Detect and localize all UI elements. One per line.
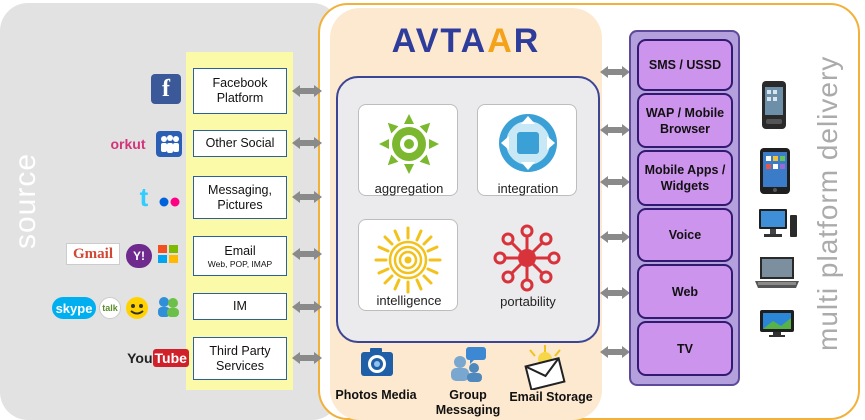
bidirectional-arrow-icon — [292, 248, 322, 260]
yahoo-messenger-icon — [124, 296, 150, 320]
source-label: Third Party Services — [209, 343, 271, 373]
bidirectional-arrow-icon — [292, 191, 322, 203]
channel-web: Web — [637, 264, 733, 319]
channel-voice: Voice — [637, 208, 733, 262]
feature-email-storage: Email Storage — [509, 390, 593, 404]
integration-icon — [499, 114, 557, 172]
facebook-logo-icon: f — [151, 74, 181, 104]
source-arrows — [292, 85, 322, 364]
smartphone-icon — [762, 81, 786, 129]
windows-logo-icon — [156, 242, 180, 266]
source-im: IM — [193, 293, 287, 320]
title-prefix: AVTA — [391, 22, 488, 60]
skype-logo-icon: skype — [52, 297, 96, 319]
channel-label: Voice — [668, 228, 702, 242]
source-facebook-platform: Facebook Platform — [193, 68, 287, 114]
title-accent-letter: A — [487, 22, 514, 60]
source-label: IM — [233, 299, 247, 313]
channel-mobile-apps-widgets: Mobile Apps / Widgets — [637, 150, 733, 206]
bidirectional-arrow-icon — [600, 287, 630, 299]
integration-label: integration — [497, 181, 559, 196]
bidirectional-arrow-icon — [600, 346, 630, 358]
laptop-icon — [755, 257, 799, 288]
channel-label: SMS / USSD — [648, 58, 722, 72]
channel-label: WAP / Mobile Browser — [645, 105, 725, 136]
email-storage-icon — [524, 345, 566, 390]
delivery-label: multi platform delivery — [812, 55, 843, 351]
channel-tv: TV — [637, 321, 733, 376]
avtaar-title: AVTAAR — [330, 22, 602, 61]
source-messaging-pictures: Messaging, Pictures — [193, 176, 287, 219]
aggregation-label: aggregation — [374, 181, 444, 196]
gtalk-logo-icon: talk — [99, 297, 121, 319]
bidirectional-arrow-icon — [292, 85, 322, 97]
twitter-logo-icon: t — [139, 181, 149, 212]
flickr-logo-icon — [158, 194, 182, 207]
bidirectional-arrow-icon — [292, 301, 322, 313]
bidirectional-arrow-icon — [600, 66, 630, 78]
source-email: Email Web, POP, IMAP — [193, 236, 287, 276]
source-sublabel: Web, POP, IMAP — [207, 258, 273, 269]
title-suffix: R — [513, 22, 541, 60]
myspace-logo-icon — [156, 131, 182, 157]
tablet-icon — [760, 148, 790, 194]
camera-icon — [361, 348, 393, 376]
channel-sms-ussd: SMS / USSD — [637, 39, 733, 91]
delivery-arrows — [600, 66, 630, 358]
youtube-tube: Tube — [152, 349, 189, 367]
source-label: Messaging, Pictures — [208, 182, 272, 212]
channel-label: Web — [671, 284, 699, 299]
tv-icon — [760, 310, 794, 337]
bidirectional-arrow-icon — [600, 231, 630, 243]
group-messaging-icon — [451, 347, 486, 382]
desktop-computer-icon — [759, 209, 797, 237]
bidirectional-arrow-icon — [600, 124, 630, 136]
portability-icon — [493, 224, 561, 292]
source-label: source — [9, 152, 42, 250]
source-label: Facebook Platform — [212, 76, 268, 105]
source-label: Email — [224, 243, 256, 258]
source-label: Other Social — [205, 136, 275, 150]
channel-label: TV — [677, 341, 693, 356]
feature-photos-media: Photos Media — [335, 388, 417, 402]
source-other-social: Other Social — [193, 130, 287, 157]
feature-group-messaging: Group Messaging — [435, 388, 501, 417]
intelligence-label: intelligence — [376, 293, 442, 308]
aggregation-icon — [379, 114, 439, 174]
portability-label: portability — [500, 294, 556, 309]
intelligence-icon — [374, 226, 442, 294]
gmail-logo-icon: Gmail — [66, 243, 120, 265]
msn-messenger-icon — [154, 295, 182, 319]
orkut-logo-icon: orkut — [110, 136, 146, 152]
bidirectional-arrow-icon — [600, 176, 630, 188]
channel-label: Mobile Apps / Widgets — [644, 163, 726, 193]
yahoo-logo-icon: Y! — [126, 244, 152, 268]
youtube-you: You — [127, 350, 153, 366]
channel-wap-mobile-browser: WAP / Mobile Browser — [637, 93, 733, 148]
bidirectional-arrow-icon — [292, 137, 322, 149]
source-third-party-services: Third Party Services — [193, 337, 287, 380]
bidirectional-arrow-icon — [292, 352, 322, 364]
